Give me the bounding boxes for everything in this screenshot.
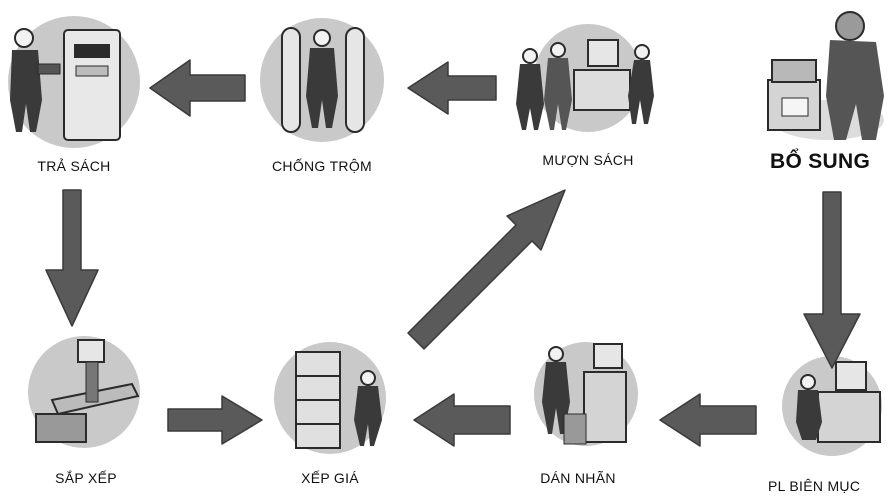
station-label-dan-nhan: DÁN NHÃN (540, 470, 616, 486)
sorting-bin (35, 413, 87, 443)
copy-machine-top (771, 59, 817, 83)
person-head (313, 29, 331, 47)
person-body (796, 390, 822, 440)
sorting-column (85, 361, 99, 403)
person-body (10, 50, 42, 132)
security-gate-left (281, 27, 301, 133)
sorting-terminal (77, 339, 105, 363)
arrow-muon-sach-to-chong-trom (407, 61, 497, 115)
person-head (800, 374, 816, 390)
person-head (835, 11, 865, 41)
computer-monitor (593, 343, 623, 369)
station-muon-sach-illustration (516, 24, 654, 132)
station-label-tra-sach: TRẢ SÁCH (37, 158, 111, 174)
person-body (354, 386, 382, 446)
station-xep-gia-illustration (274, 342, 386, 454)
book-in-hand (37, 63, 61, 75)
station-chong-trom-illustration (260, 18, 384, 142)
station-label-chong-trom: CHỐNG TRỘM (272, 158, 372, 174)
person-body (544, 58, 572, 130)
person-head (634, 44, 650, 60)
person-body (628, 60, 654, 124)
arrow-dan-nhan-to-xep-gia (413, 393, 511, 447)
station-label-sap-xep: SẮP XẾP (55, 470, 117, 486)
station-dan-nhan-illustration (534, 342, 638, 446)
person-body (826, 40, 884, 140)
station-pl-bien-muc-illustration (782, 356, 882, 456)
paper-sheet (781, 97, 809, 117)
person-head (548, 346, 564, 362)
arrow-chong-trom-to-tra-sach (149, 59, 246, 117)
person-head (550, 42, 566, 58)
person-body (306, 48, 338, 128)
book-return-panel (75, 65, 109, 77)
station-sap-xep-illustration (28, 336, 140, 448)
arrow-sap-xep-to-xep-gia (167, 395, 263, 445)
computer-monitor (835, 361, 867, 391)
book-cart (563, 413, 587, 445)
person-head (14, 28, 34, 48)
arrow-bo-sung-to-pl-bien-muc (803, 191, 861, 369)
person-head (360, 370, 376, 386)
book-return-slot (74, 44, 110, 58)
counter-desk (573, 69, 631, 111)
security-gate-right (345, 27, 365, 133)
station-label-pl-bien-muc: PL BIÊN MỤC (768, 478, 861, 494)
station-label-bo-sung: BỔ SUNG (770, 150, 871, 173)
work-desk (817, 391, 881, 443)
arrow-pl-bien-muc-to-dan-nhan (659, 393, 757, 447)
station-tra-sach-illustration (8, 16, 140, 148)
station-bo-sung-illustration (767, 11, 884, 140)
flow-arrows (45, 59, 861, 447)
person-body (516, 64, 544, 130)
station-label-xep-gia: XẾP GIÁ (301, 470, 359, 486)
person-head (522, 48, 538, 64)
station-label-muon-sach: MƯỢN SÁCH (542, 152, 634, 168)
arrow-xep-gia-to-muon-sach (407, 189, 566, 350)
work-desk (583, 371, 627, 443)
computer-monitor (587, 39, 619, 67)
person-body (542, 362, 570, 434)
arrow-tra-sach-to-sap-xep (45, 189, 99, 327)
